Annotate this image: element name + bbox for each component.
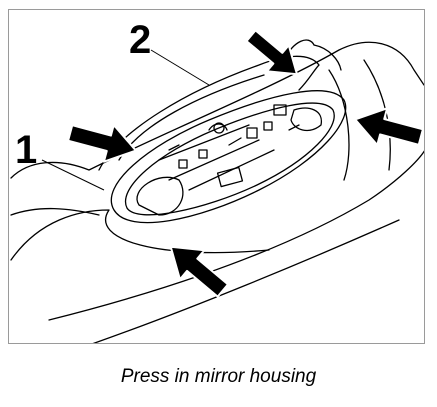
press-arrow-icon — [354, 107, 424, 147]
callout-2-leader — [150, 49, 210, 86]
mirror-frame-recess — [110, 90, 347, 224]
callout-1-leader — [41, 159, 105, 191]
callout-leaders — [41, 49, 210, 191]
mirror-housing-outline — [10, 41, 424, 343]
callout-2-label: 2 — [129, 18, 151, 62]
callout-1-label: 1 — [15, 128, 37, 172]
diagram-frame: 1 2 — [8, 9, 425, 344]
mirror-housing-illustration: 1 2 — [10, 18, 424, 343]
press-arrow-icon — [67, 123, 137, 163]
press-arrow-icon — [245, 29, 298, 76]
press-arrow-icon — [169, 245, 229, 298]
figure-caption: Press in mirror housing — [120, 366, 317, 387]
